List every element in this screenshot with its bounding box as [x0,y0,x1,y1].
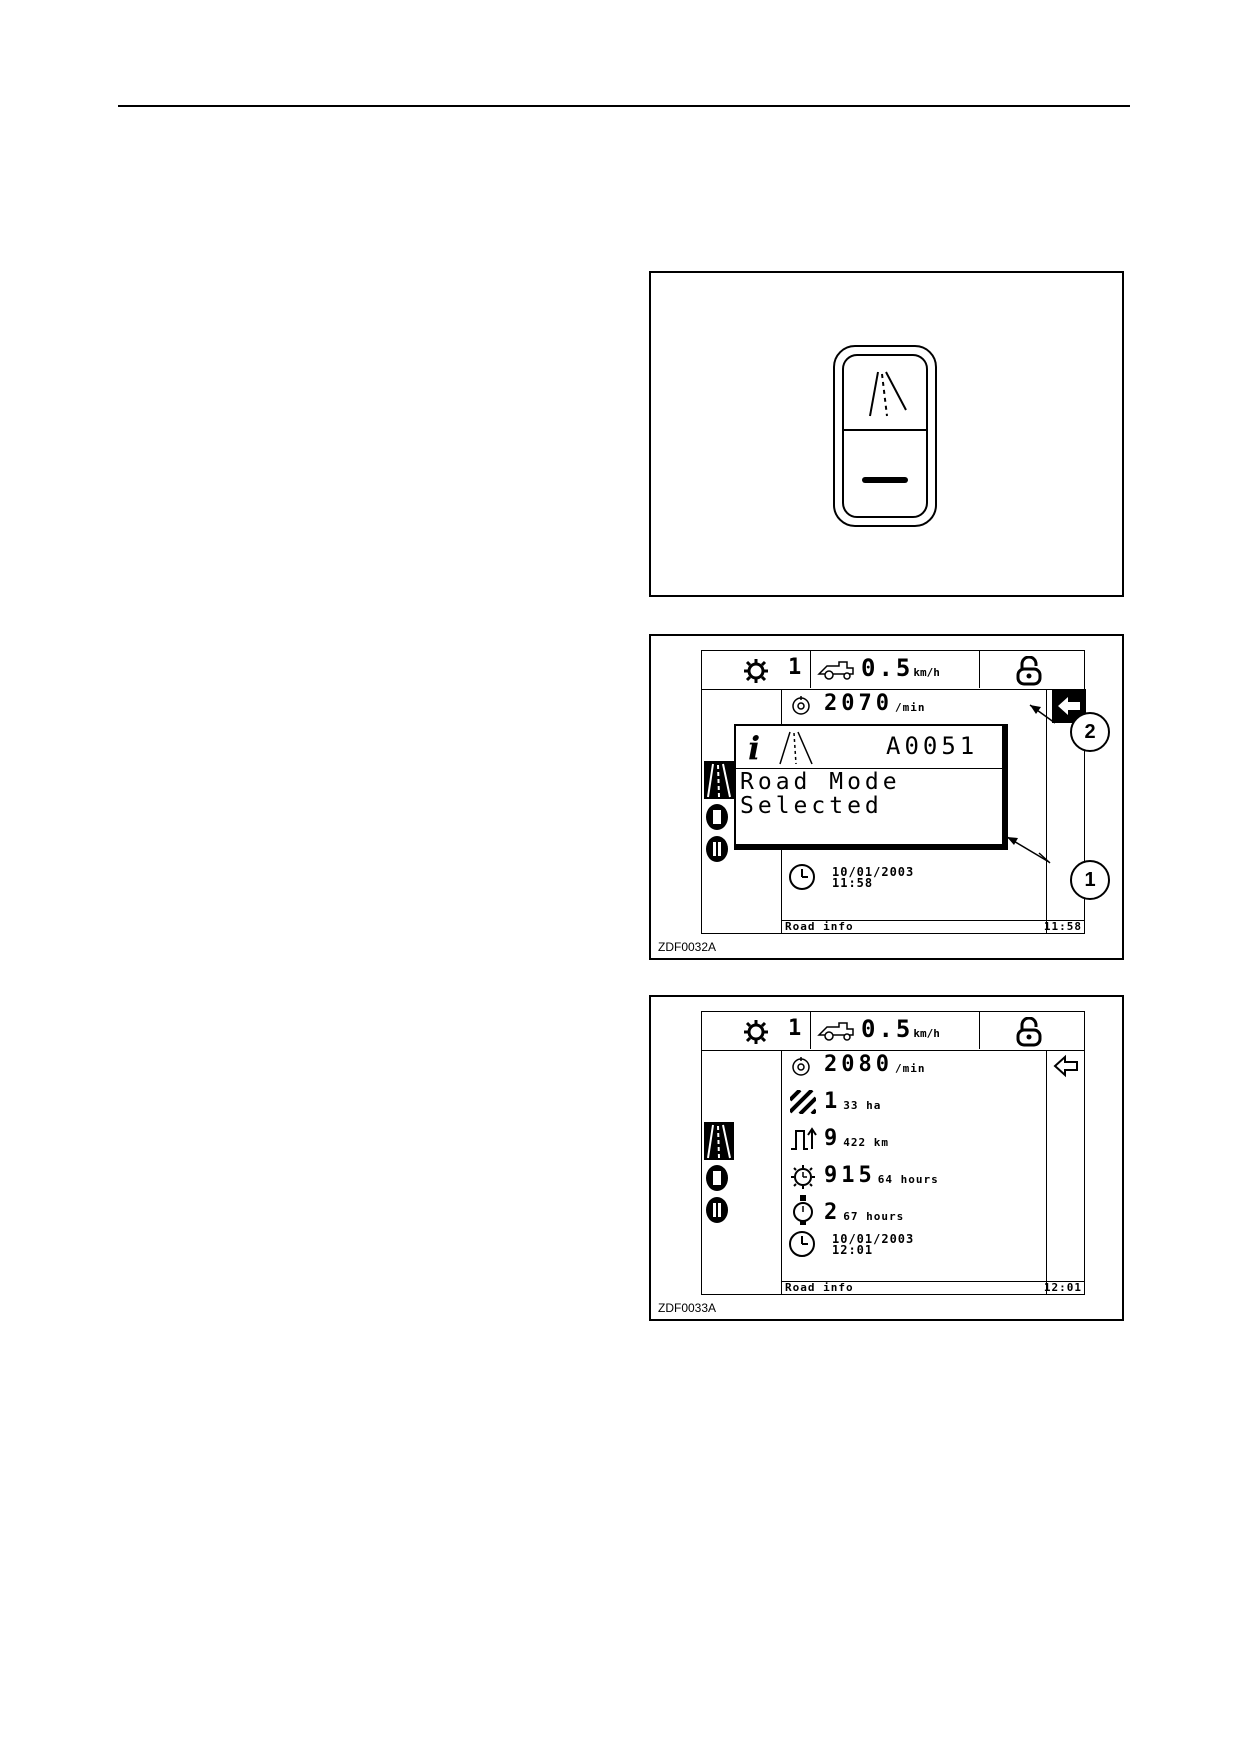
gear-number: 1 [788,1016,802,1041]
time-value: 12:01 [832,1243,874,1257]
left-mode-column [702,1050,782,1294]
ground-speed-value: 0.5km/h [861,1015,940,1043]
callout-2: 2 [1070,712,1110,752]
combine-icon [817,1022,854,1041]
time-value: 11:58 [832,876,874,890]
status-bar: Road info 11:58 [782,920,1084,933]
engine-speed-row: 2070 /min [792,692,925,716]
engine-speed-row: 2080 /min [792,1053,925,1077]
lock-open-icon [1016,656,1042,686]
service-hours-row: 2 67 hours [793,1195,904,1225]
road-mode-active-icon [704,1122,734,1160]
top-rule [118,105,1130,107]
display-figure-road-info: 1 0.5km/h [649,995,1124,1321]
date-value: 10/01/2003 [832,865,915,879]
figure-code: ZDF0032A [658,940,717,954]
road-mode-active-icon [704,761,734,799]
distance-row: 9 422 km [791,1127,889,1151]
status-label: Road info [785,1281,854,1294]
date-time-block: 10/01/2003 11:58 [832,865,915,890]
tyre-icon [706,1197,728,1223]
ground-speed-box: 0.5km/h [810,651,980,688]
off-bar-icon [862,477,908,483]
date-value: 10/01/2003 [832,1232,915,1246]
road-mode-rocker-switch[interactable] [833,345,937,527]
clock-icon [789,864,815,890]
status-clock: 11:58 [1043,920,1082,933]
tyre-icon [706,1165,728,1191]
right-soft-key-column [1046,689,1084,933]
rocker-divider [844,429,926,431]
status-label: Road info [785,920,854,933]
arrow-left-filled-icon [1052,689,1086,723]
rocker-switch-face [842,354,928,518]
combine-icon [817,661,854,680]
lock-open-icon [1016,1017,1042,1047]
status-clock: 12:01 [1043,1281,1082,1294]
alert-message: Road Mode Selected [740,769,901,819]
engine-hours-icon [791,1165,815,1189]
ground-speed-box: 0.5km/h [810,1012,980,1049]
area-hatch-icon [790,1090,816,1114]
clock-icon [789,1231,815,1257]
distance-icon [791,1127,817,1150]
engine-hours-row: 915 64 hours [791,1164,939,1189]
callout-leaders [1006,704,1056,864]
road-icon [779,731,813,765]
engine-rpm-icon [792,1057,810,1076]
screen-header: 1 0.5km/h [702,1012,1084,1051]
alert-popup-header: i A0051 [736,726,1002,769]
service-hours-icon [793,1195,813,1225]
road-icon [869,371,907,417]
engine-rpm-icon [792,696,810,715]
arrow-left-icon[interactable] [1052,1054,1080,1078]
lcd-screen: 1 0.5km/h [701,650,1086,934]
alert-popup[interactable]: i A0051 Road Mode Selected [734,724,1008,850]
gear-icon [744,1020,768,1044]
tyre-icon [706,804,728,830]
gear-icon [744,659,768,683]
lcd-screen: 1 0.5km/h [701,1011,1085,1295]
screen-header: 1 0.5km/h [702,651,1084,690]
tyre-icon [706,836,728,862]
ground-speed-value: 0.5km/h [861,654,940,682]
info-icon: i [748,729,761,767]
date-time-block: 10/01/2003 12:01 [832,1232,915,1257]
figure-code: ZDF0033A [658,1301,717,1315]
display-figure-road-mode-popup: 1 0.5km/h [649,634,1124,960]
callout-1: 1 [1070,860,1110,900]
right-soft-key-column [1046,1050,1084,1294]
gear-number: 1 [788,655,802,680]
status-bar: Road info 12:01 [782,1281,1084,1294]
area-row: 1 33 ha [790,1090,881,1114]
alert-code: A0051 [886,732,979,760]
road-mode-switch-figure [649,271,1124,597]
